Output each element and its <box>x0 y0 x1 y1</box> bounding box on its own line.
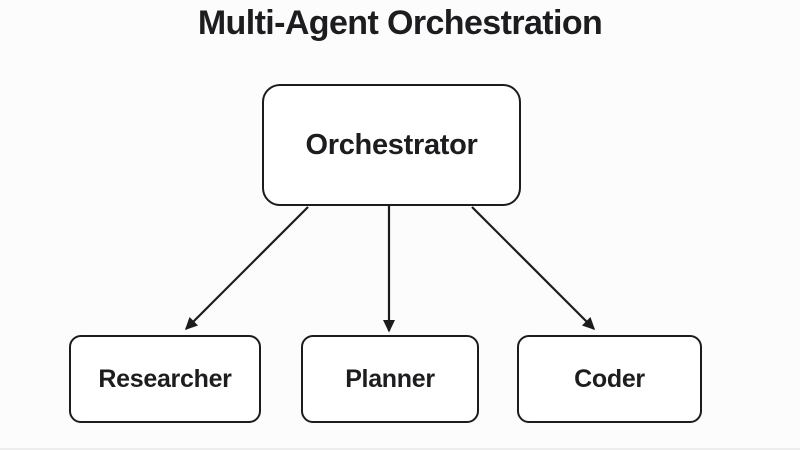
node-coder-label: Coder <box>574 364 645 393</box>
bottom-divider <box>0 448 800 450</box>
node-planner: Planner <box>301 335 479 423</box>
node-coder: Coder <box>517 335 702 423</box>
node-orchestrator-label: Orchestrator <box>305 128 478 161</box>
edge-orchestrator-coder <box>471 206 596 331</box>
node-researcher-label: Researcher <box>98 364 232 393</box>
diagram-title: Multi-Agent Orchestration <box>197 4 603 42</box>
node-orchestrator: Orchestrator <box>262 84 521 206</box>
node-researcher: Researcher <box>69 335 261 423</box>
edge-orchestrator-researcher <box>184 206 309 331</box>
node-planner-label: Planner <box>345 364 435 393</box>
